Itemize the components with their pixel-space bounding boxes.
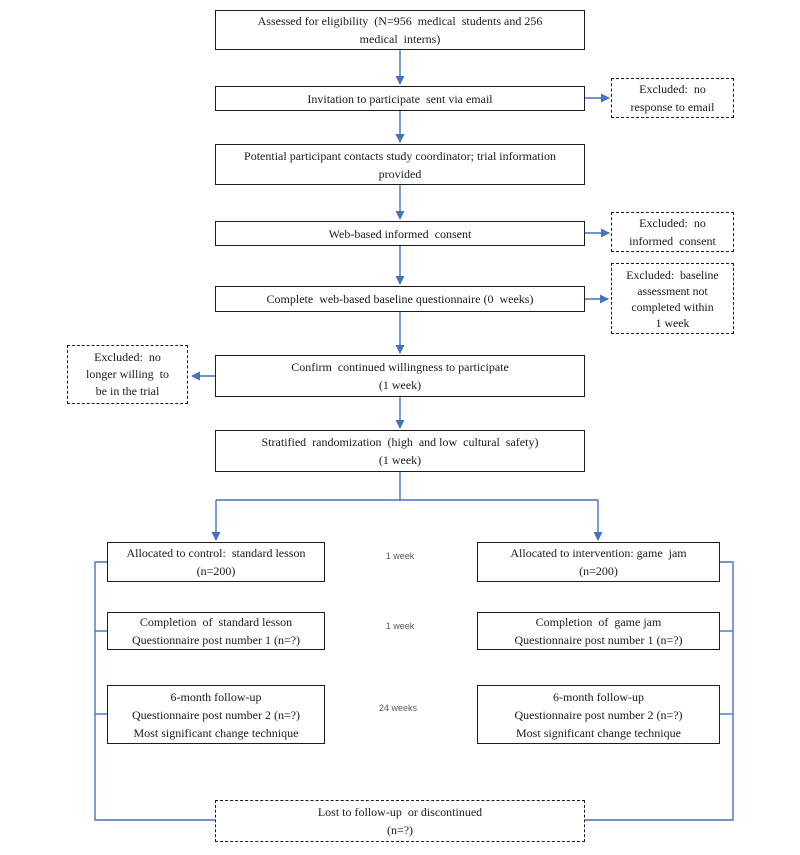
box-text: (1 week) (378, 378, 422, 392)
box-text: (n=200) (579, 564, 618, 578)
box-stratified-randomization: Stratified randomization (high and low c… (215, 430, 585, 472)
box-text: be in the trial (95, 384, 160, 398)
box-excluded-no-email-response: Excluded: no response to email (611, 78, 734, 118)
box-text: Allocated to control: standard lesson (126, 546, 306, 560)
box-text: 6-month follow-up (170, 689, 262, 704)
box-allocated-control: Allocated to control: standard lesson (n… (107, 542, 325, 582)
box-text: 1 week (655, 315, 690, 330)
box-text: Excluded: no (94, 350, 161, 364)
box-text: (n=?) (386, 823, 414, 837)
timeline-label-24-weeks-followup: 24 weeks (378, 703, 418, 713)
box-text: Lost to follow-up or discontinued (317, 805, 483, 819)
box-completion-standard-lesson: Completion of standard lesson Questionna… (107, 612, 325, 650)
box-completion-game-jam: Completion of game jam Questionnaire pos… (477, 612, 720, 650)
box-text: Excluded: baseline (626, 267, 719, 282)
box-text: informed consent (629, 234, 716, 248)
box-excluded-no-consent: Excluded: no informed consent (611, 212, 734, 252)
timeline-label-1-week-allocation: 1 week (385, 551, 415, 561)
box-invitation-email: Invitation to participate sent via email (215, 86, 585, 111)
box-web-informed-consent: Web-based informed consent (215, 221, 585, 246)
box-text: 6-month follow-up (553, 689, 644, 704)
box-baseline-questionnaire: Complete web-based baseline questionnair… (215, 286, 585, 312)
box-text: Questionnaire post number 1 (n=?) (131, 633, 301, 647)
box-text: Completion of game jam (535, 615, 662, 629)
box-text: assessment not (637, 283, 708, 298)
box-excluded-baseline-not-completed: Excluded: baseline assessment not comple… (611, 263, 734, 334)
box-text: Most significant change technique (516, 725, 681, 740)
box-text: Stratified randomization (high and low c… (261, 435, 539, 449)
box-text: Web-based informed consent (328, 226, 472, 241)
box-lost-to-followup: Lost to follow-up or discontinued (n=?) (215, 800, 585, 842)
box-text: Completion of standard lesson (139, 615, 293, 629)
timeline-label-1-week-completion: 1 week (385, 621, 415, 631)
box-text: Questionnaire post number 1 (n=?) (514, 633, 683, 647)
box-text: Potential participant contacts study coo… (244, 148, 556, 163)
box-text: completed within (631, 299, 714, 314)
box-text: longer willing to (86, 367, 169, 381)
box-text: Most significant change technique (133, 725, 299, 740)
box-text: Confirm continued willingness to partici… (291, 360, 509, 374)
box-text: Excluded: no (639, 216, 706, 230)
box-text: Assessed for eligibility (N=956 medical … (257, 14, 543, 28)
box-assessed-eligibility: Assessed for eligibility (N=956 medical … (215, 10, 585, 50)
box-text: Excluded: no (639, 82, 706, 96)
bracket-left (94, 561, 215, 821)
box-text: (n=200) (196, 564, 236, 578)
box-contact-coordinator: Potential participant contacts study coo… (215, 144, 585, 185)
box-followup-control: 6-month follow-up Questionnaire post num… (107, 685, 325, 744)
box-text: Questionnaire post number 2 (n=?) (514, 707, 683, 722)
box-text: medical interns) (359, 32, 441, 46)
box-excluded-no-longer-willing: Excluded: no longer willing to be in the… (67, 345, 188, 404)
box-allocated-intervention: Allocated to intervention: game jam (n=2… (477, 542, 720, 582)
box-text: Invitation to participate sent via email (307, 91, 493, 106)
box-text: Questionnaire post number 2 (n=?) (131, 707, 301, 722)
box-confirm-willingness: Confirm continued willingness to partici… (215, 355, 585, 397)
bracket-right (585, 561, 734, 821)
box-followup-intervention: 6-month follow-up Questionnaire post num… (477, 685, 720, 744)
box-text: (1 week) (378, 453, 422, 467)
box-text: response to email (630, 100, 715, 114)
box-text: provided (378, 166, 422, 181)
box-text: Allocated to intervention: game jam (510, 546, 687, 560)
box-text: Complete web-based baseline questionnair… (266, 292, 534, 306)
